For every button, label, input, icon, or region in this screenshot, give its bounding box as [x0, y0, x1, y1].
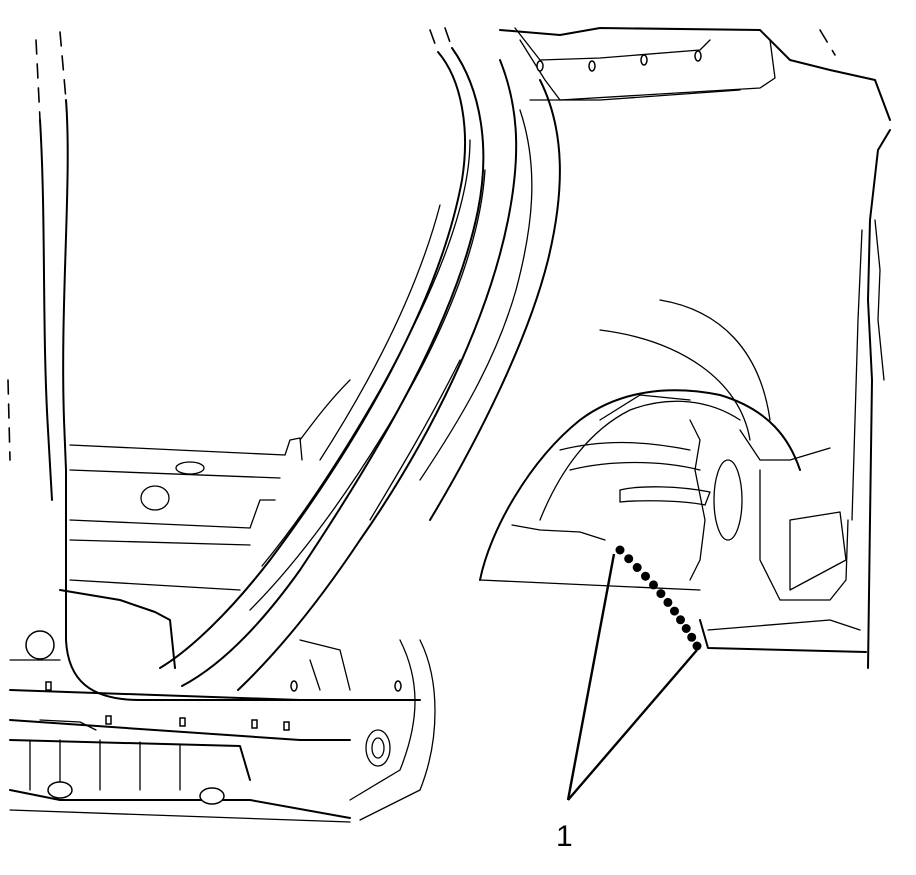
callout-1: 1: [556, 553, 698, 853]
leader-line-lower: [567, 649, 698, 801]
rocker-sill: [9, 437, 701, 823]
rear-pillar: [159, 47, 561, 691]
weld-point: [649, 580, 658, 590]
weld-point: [676, 615, 685, 625]
rear-body-edge: [851, 129, 891, 669]
door-opening-edge: [7, 27, 453, 501]
callout-label: 1: [556, 820, 573, 853]
weld-point: [692, 641, 702, 651]
weld-point: [681, 624, 691, 633]
weld-point: [641, 571, 650, 581]
weld-point: [624, 554, 634, 564]
weld-point: [670, 606, 679, 616]
weld-point: [615, 545, 625, 555]
wheel-arch: [479, 299, 867, 653]
weld-points: [615, 545, 702, 651]
weld-point: [663, 597, 673, 607]
weld-point: [632, 563, 642, 572]
weld-point: [656, 589, 666, 599]
weld-point: [687, 632, 697, 642]
upper-quarter-panel: [499, 27, 891, 121]
leader-line-upper: [566, 553, 616, 801]
